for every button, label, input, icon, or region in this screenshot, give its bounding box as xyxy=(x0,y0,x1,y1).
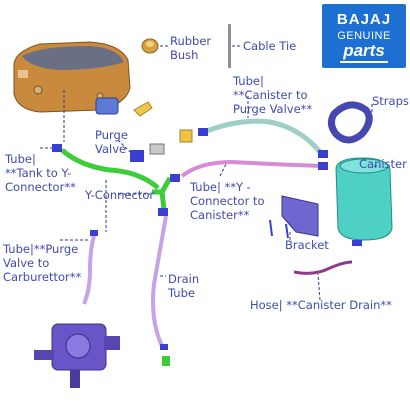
label-y-connector: Y-Connector xyxy=(85,188,155,202)
hose-canister-drain-part xyxy=(293,260,353,275)
drain-tube-part xyxy=(151,215,170,366)
label-tube-purge-valve-to-carburettor: Tube|**Purge Valve to Carburettor** xyxy=(3,242,82,284)
label-hose-canister-drain: Hose| **Canister Drain** xyxy=(250,298,392,312)
brand-line2: parts xyxy=(322,41,406,63)
label-rubber-bush: Rubber Bush xyxy=(170,34,212,62)
brand-name: BAJAJ xyxy=(336,11,392,28)
label-drain-tube: Drain Tube xyxy=(168,272,200,300)
tube-y-to-canister xyxy=(180,159,328,178)
fuel-tank xyxy=(13,41,131,113)
bajaj-genuine-parts-logo: BAJAJ GENUINE parts xyxy=(322,4,406,68)
tube-canister-to-purge xyxy=(198,118,328,158)
cable-tie-part xyxy=(228,24,231,68)
bracket-part xyxy=(269,195,319,239)
carburettor-part xyxy=(34,323,120,388)
label-cable-tie: Cable Tie xyxy=(243,39,297,53)
label-tube-y-connector-to-canister: Tube| **Y - Connector to Canister** xyxy=(190,180,265,222)
rubber-bush-part xyxy=(141,38,159,54)
y-connector-part xyxy=(152,174,180,216)
brand-line1: GENUINE xyxy=(337,30,391,42)
label-straps: Straps xyxy=(372,94,409,108)
leader-lines xyxy=(40,45,380,301)
tube-purge-to-carb xyxy=(82,230,98,305)
label-bracket: Bracket xyxy=(285,238,329,252)
label-purge-valve: Purge Valve xyxy=(95,128,128,156)
label-tube-canister-to-purge-valve: Tube| **Canister to Purge Valve** xyxy=(233,74,313,116)
label-canister: Canister xyxy=(359,157,407,171)
purge-valve-part xyxy=(95,97,193,162)
straps-part xyxy=(327,101,373,144)
tube-tank-to-y xyxy=(52,144,160,190)
canister-part xyxy=(335,157,393,246)
label-tube-tank-to-y-connector: Tube| **Tank to Y- Connector** xyxy=(5,152,76,194)
